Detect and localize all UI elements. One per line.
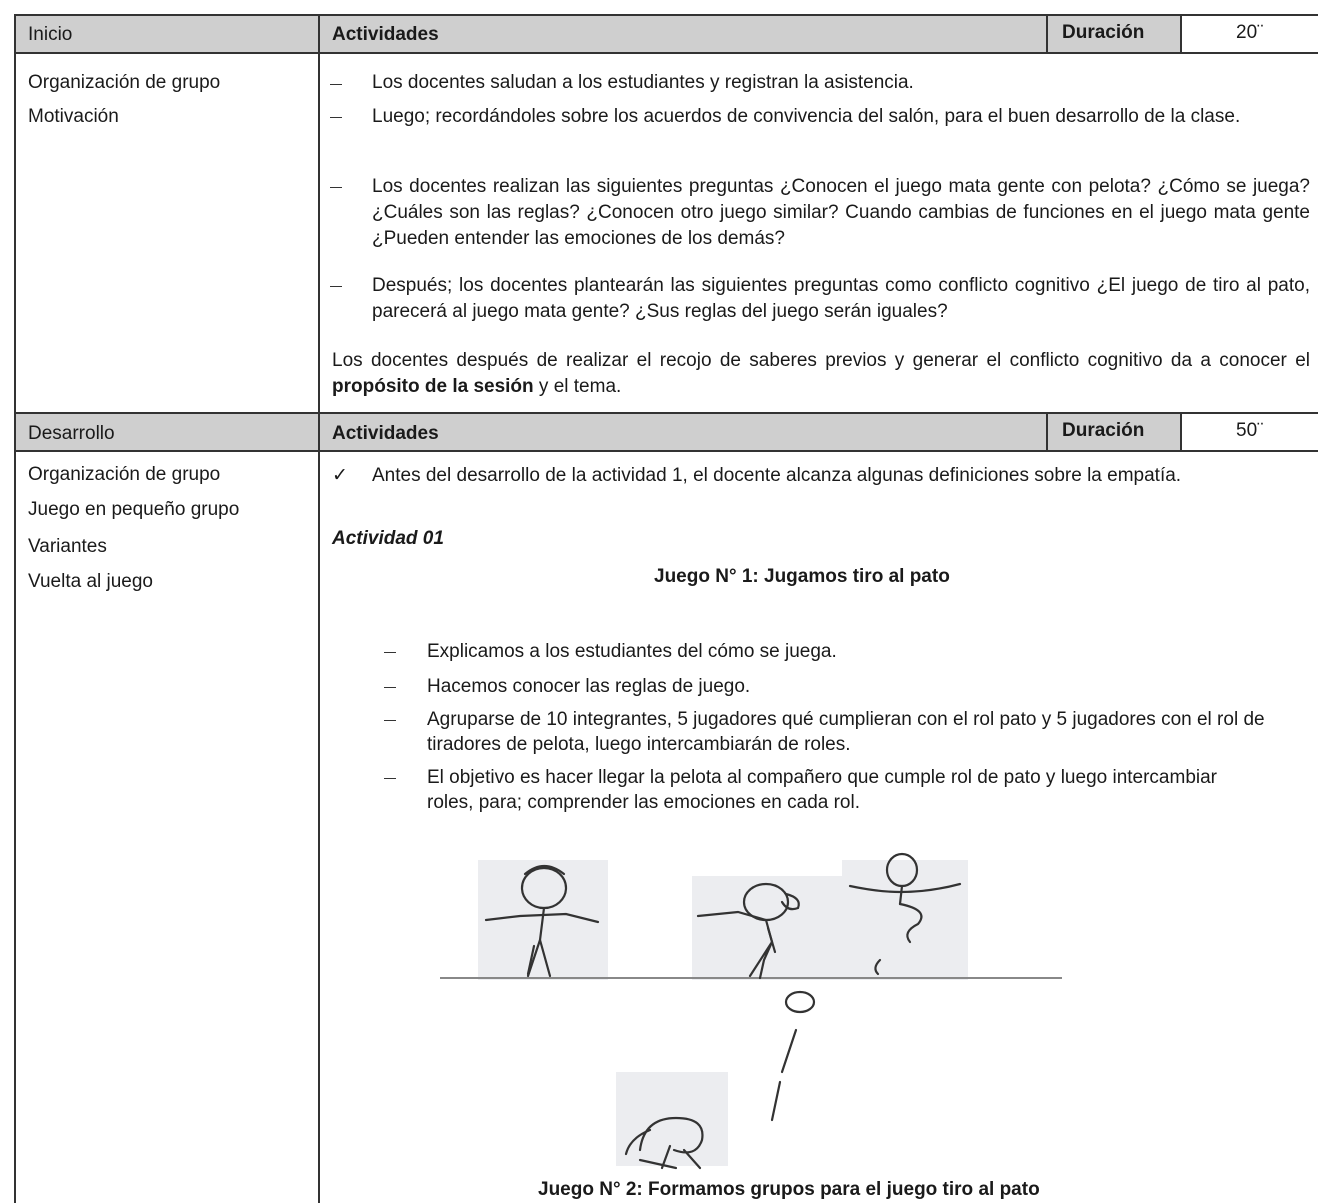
closing-text-end: y el tema. bbox=[533, 376, 622, 397]
inicio-bullet: Los docentes saludan a los estudiantes y… bbox=[372, 72, 914, 93]
left-item: Juego en pequeño grupo bbox=[28, 499, 240, 520]
check-item: Antes del desarrollo de la actividad 1, … bbox=[372, 465, 1182, 486]
game2-title: Juego N° 2: Formamos grupos para el jueg… bbox=[538, 1179, 1040, 1200]
left-item: Organización de grupo bbox=[28, 464, 221, 485]
column-line bbox=[1180, 412, 1182, 450]
game1-bullet: Explicamos a los estudiantes del cómo se… bbox=[427, 641, 837, 662]
inicio-bullet: Después; los docentes plantearán las sig… bbox=[372, 275, 1310, 322]
closing-text: Los docentes después de realizar el reco… bbox=[332, 350, 1310, 371]
tiro-al-pato-illustration bbox=[440, 852, 1062, 1170]
left-item: Motivación bbox=[28, 106, 119, 127]
desarrollo-header-row bbox=[16, 414, 1318, 450]
check-icon: ✓ bbox=[332, 465, 348, 486]
activities-label: Actividades bbox=[332, 24, 439, 45]
dash-bullet bbox=[384, 778, 396, 779]
game1-title: Juego N° 1: Jugamos tiro al pato bbox=[654, 566, 950, 587]
phase-label-desarrollo: Desarrollo bbox=[28, 423, 115, 444]
inicio-header-row bbox=[16, 16, 1318, 52]
duration-label: Duración bbox=[1062, 22, 1145, 43]
row-line bbox=[14, 412, 1318, 414]
duration-value-cell-2 bbox=[1182, 414, 1318, 450]
game1-bullet: Hacemos conocer las reglas de juego. bbox=[427, 676, 751, 697]
dash-bullet bbox=[384, 652, 396, 653]
inicio-closing-paragraph: Los docentes después de realizar el reco… bbox=[332, 348, 1310, 400]
duration-value: 50¨ bbox=[1236, 420, 1264, 441]
row-line bbox=[14, 52, 1318, 54]
column-line bbox=[1180, 14, 1182, 52]
game1-bullet: El objetivo es hacer llegar la pelota al… bbox=[427, 767, 1218, 813]
column-line bbox=[318, 14, 320, 1203]
duration-value: 20¨ bbox=[1236, 22, 1264, 43]
column-line bbox=[1046, 412, 1048, 450]
duration-value-cell-1 bbox=[1182, 16, 1318, 52]
inicio-bullet: Los docentes realizan las siguientes pre… bbox=[372, 176, 1310, 249]
row-line bbox=[14, 450, 1318, 452]
activity-title: Actividad 01 bbox=[332, 528, 444, 549]
dash-bullet bbox=[384, 720, 396, 721]
dash-bullet bbox=[330, 187, 342, 188]
activities-label: Actividades bbox=[332, 423, 439, 444]
closing-emphasis: propósito de la sesión bbox=[332, 376, 534, 397]
column-line bbox=[1046, 14, 1048, 52]
left-item: Vuelta al juego bbox=[28, 571, 154, 592]
left-item: Organización de grupo bbox=[28, 72, 221, 93]
duration-label: Duración bbox=[1062, 420, 1145, 441]
game1-bullet: Agruparse de 10 integrantes, 5 jugadores… bbox=[427, 709, 1265, 755]
inicio-bullet: Luego; recordándoles sobre los acuerdos … bbox=[372, 106, 1241, 127]
dash-bullet bbox=[330, 286, 342, 287]
dash-bullet bbox=[330, 84, 342, 85]
left-item: Variantes bbox=[28, 536, 107, 557]
dash-bullet bbox=[384, 687, 396, 688]
dash-bullet bbox=[330, 117, 342, 118]
session-table bbox=[14, 14, 1318, 1203]
phase-label-inicio: Inicio bbox=[28, 24, 73, 45]
